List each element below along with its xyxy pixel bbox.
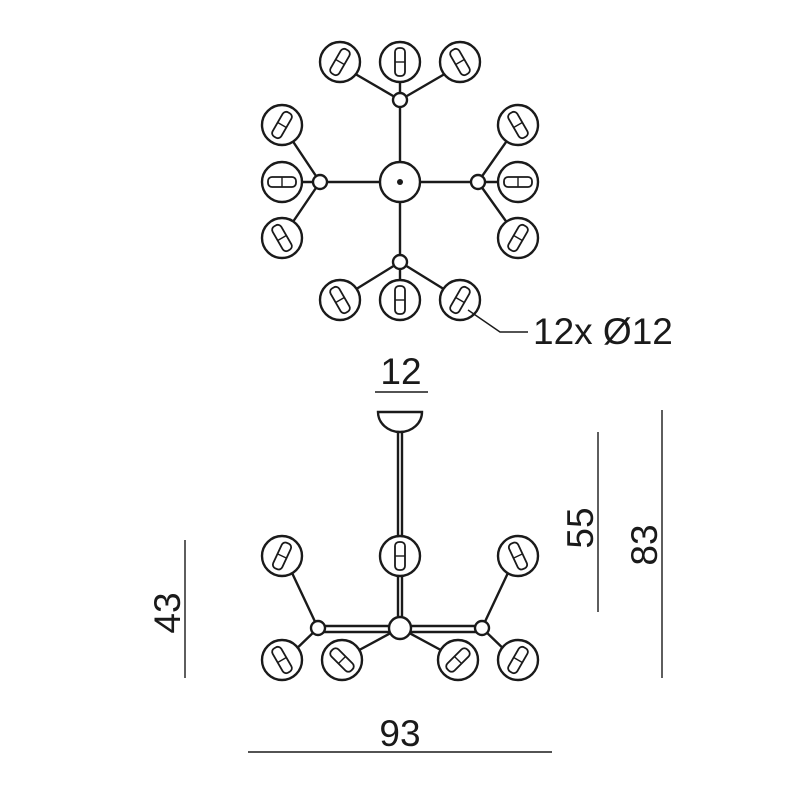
side-view [260, 410, 540, 682]
side-globe-5 [320, 638, 364, 682]
top-globe-10 [496, 103, 540, 147]
side-globe-1 [260, 534, 304, 578]
side-globe-2 [378, 534, 422, 578]
top-globe-11 [496, 160, 540, 204]
drop-height-label: 55 [560, 507, 601, 548]
side-canopy [376, 410, 424, 434]
top-globe-7 [260, 103, 304, 147]
side-hub-left [309, 619, 327, 637]
top-globe-12 [496, 216, 540, 260]
top-globe-5 [378, 278, 422, 322]
top-globe-9 [260, 216, 304, 260]
total-height-label: 83 [624, 524, 665, 565]
branch-top [343, 60, 457, 109]
top-globe-8 [260, 160, 304, 204]
top-globe-2 [378, 40, 422, 84]
top-globes [260, 40, 540, 322]
dimensions [184, 391, 663, 753]
top-globe-3 [438, 40, 482, 84]
globe-leader-line [467, 309, 528, 333]
side-globes [260, 534, 540, 682]
top-globe-1 [318, 40, 362, 84]
lamp-height-label: 43 [147, 592, 188, 633]
side-globe-6 [436, 638, 480, 682]
canopy-width-label: 12 [380, 351, 421, 392]
side-globe-7 [496, 638, 540, 682]
top-globe-4 [318, 278, 362, 322]
side-globe-3 [496, 534, 540, 578]
top-view [260, 40, 540, 333]
side-hub-center [387, 615, 413, 641]
side-globe-4 [260, 638, 304, 682]
globe-count-label: 12x Ø12 [533, 311, 673, 352]
side-hub-right [473, 619, 491, 637]
top-center-dot [397, 179, 403, 185]
overall-width-label: 93 [379, 713, 420, 754]
top-globe-6 [438, 278, 482, 322]
